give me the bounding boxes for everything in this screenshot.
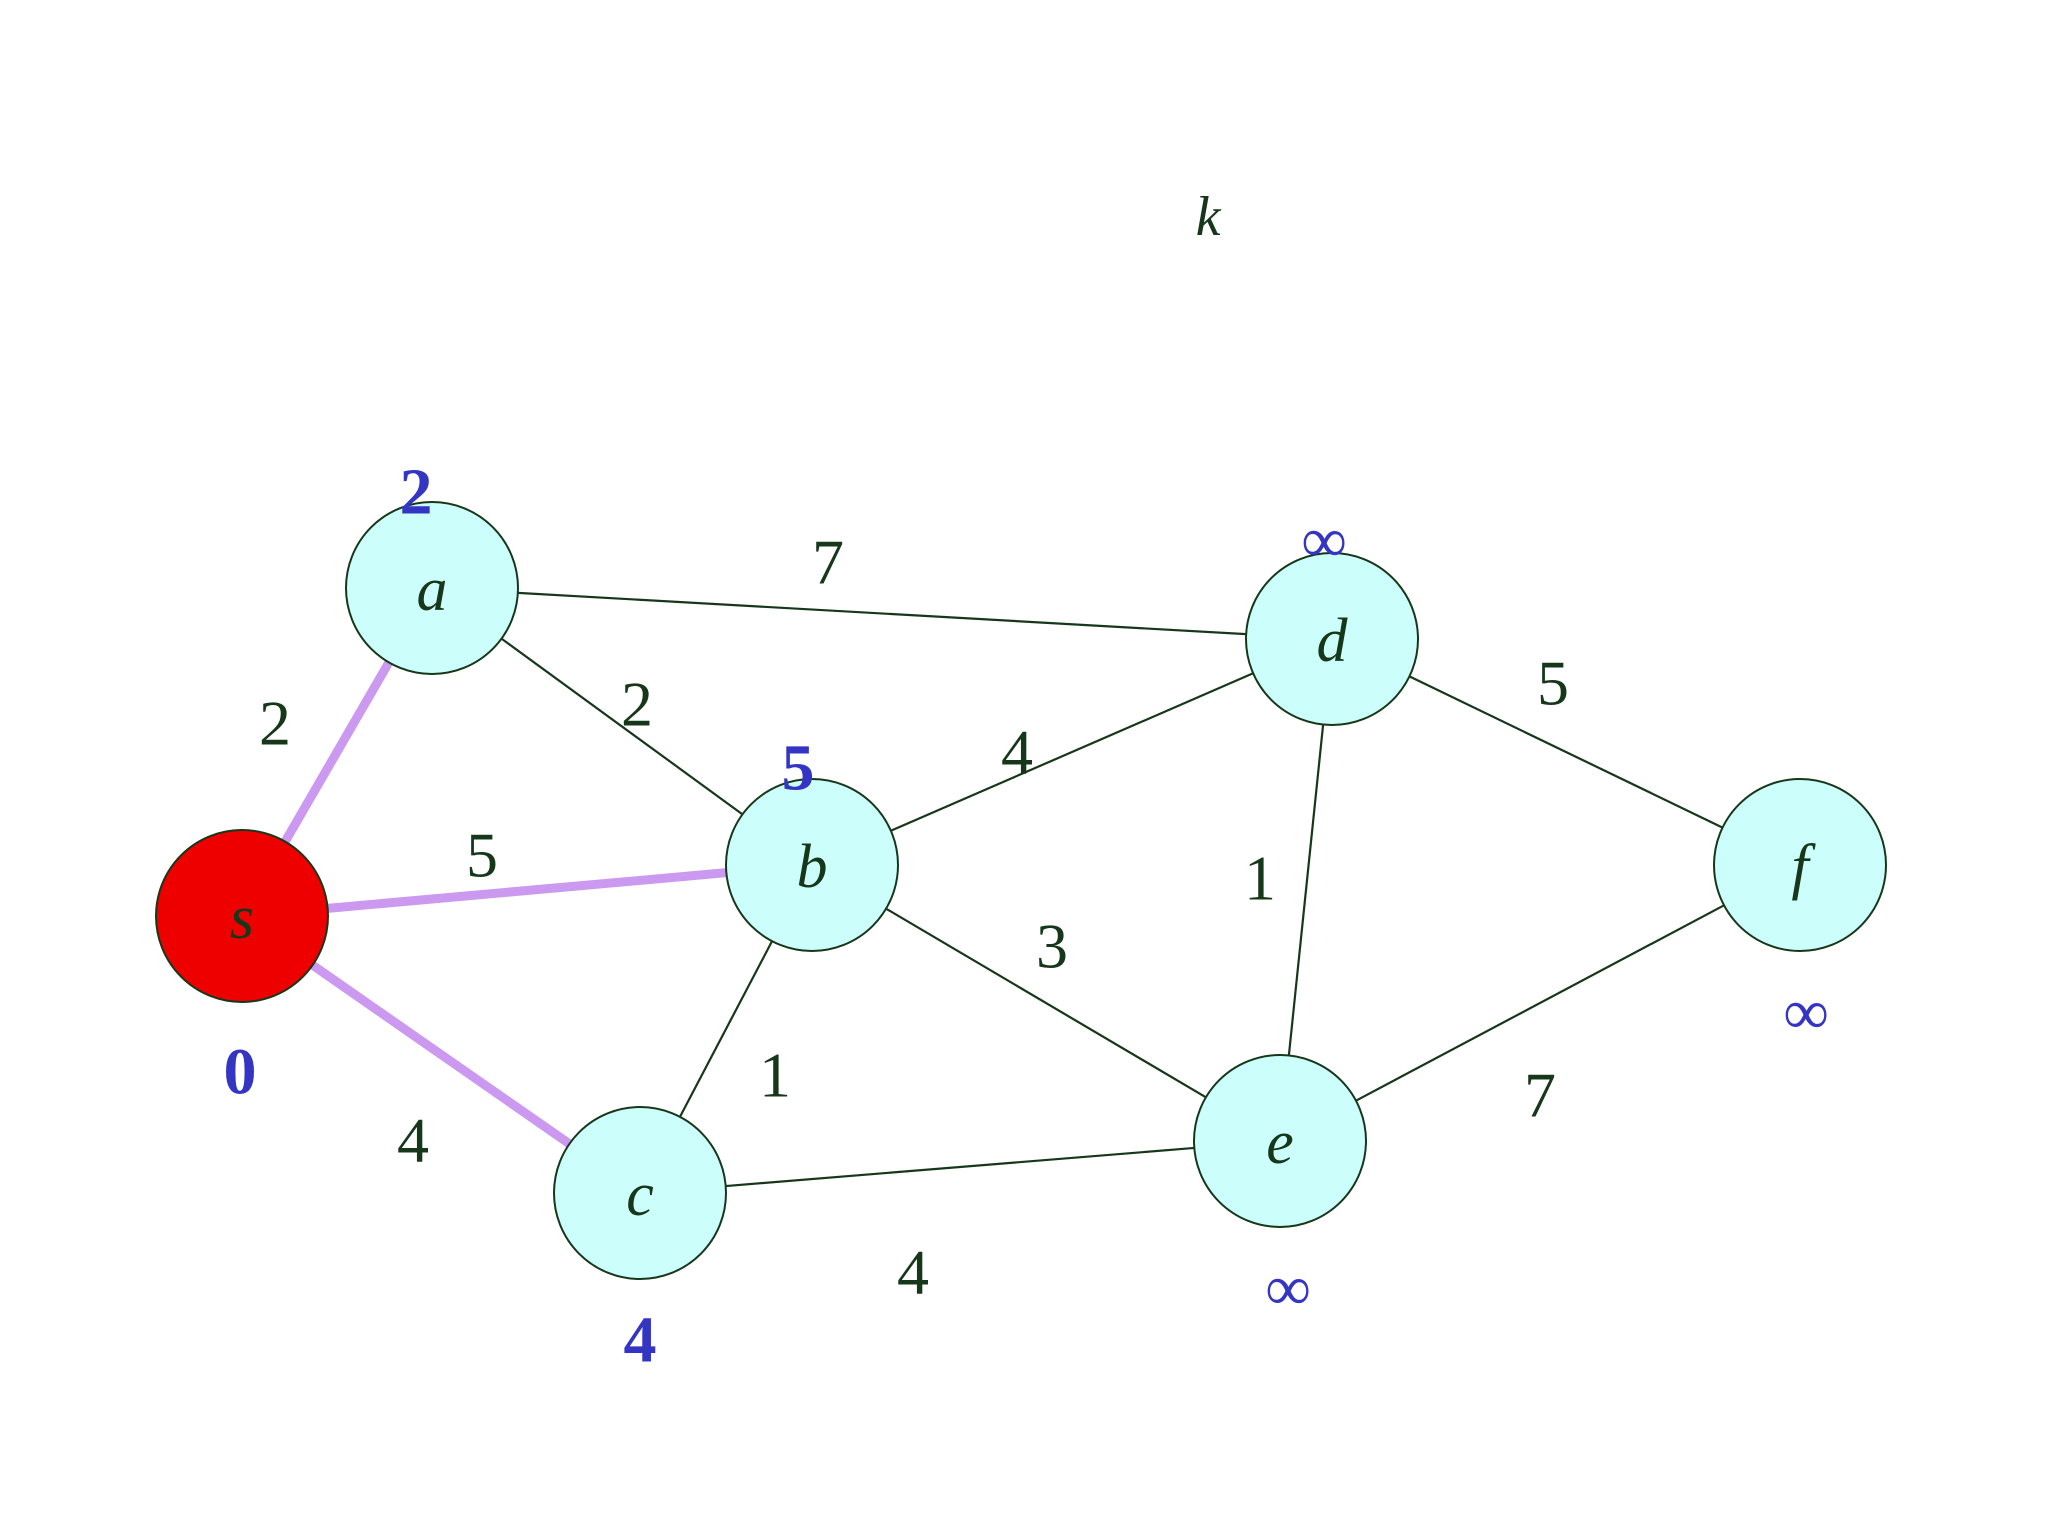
node-distance-a: 2 [400, 456, 433, 529]
node-c: c [553, 1106, 727, 1280]
node-circle-d [1245, 552, 1419, 726]
edge-a-b [500, 637, 744, 816]
distances-layer: 0 2 5 4 ∞ ∞ ∞ [224, 456, 1829, 1377]
edge-b-d [890, 672, 1254, 832]
node-f: f [1713, 778, 1887, 952]
edge-weight-b-d: 4 [1001, 717, 1033, 788]
node-circle-e [1193, 1054, 1367, 1228]
node-label-d: d [1317, 607, 1349, 675]
edge-weight-d-f: 5 [1537, 648, 1569, 719]
edge-weight-d-e: 1 [1244, 843, 1276, 914]
edge-weight-s-c: 4 [397, 1105, 429, 1176]
node-b: b [725, 778, 899, 952]
node-distance-b: 5 [782, 732, 815, 805]
edge-weight-a-d: 7 [812, 527, 844, 598]
node-label-e: e [1266, 1109, 1294, 1177]
node-circle-b [725, 778, 899, 952]
edge-weight-a-b: 2 [621, 669, 653, 740]
edge-weight-e-f: 7 [1524, 1060, 1556, 1131]
node-circle-s [155, 829, 329, 1003]
node-e: e [1193, 1054, 1367, 1228]
node-a: a [345, 501, 519, 675]
node-label-c: c [626, 1161, 654, 1229]
edge-weight-c-e: 4 [897, 1237, 929, 1308]
node-d: d [1245, 552, 1419, 726]
edge-weight-b-c: 1 [759, 1040, 791, 1111]
edge-weight-s-b: 5 [466, 820, 498, 891]
edge-b-c [678, 940, 774, 1118]
edge-weight-s-a: 2 [259, 688, 291, 759]
edge-b-e [885, 907, 1207, 1099]
edge-s-c [310, 961, 572, 1148]
node-circle-c [553, 1106, 727, 1280]
edge-a-d [517, 591, 1247, 636]
node-distance-c: 4 [624, 1304, 657, 1377]
node-distance-e: ∞ [1265, 1253, 1311, 1324]
edge-weight-b-e: 3 [1036, 911, 1068, 982]
edge-c-e [725, 1146, 1195, 1188]
node-s: s [155, 829, 329, 1003]
node-circle-f [1713, 778, 1887, 952]
edge-d-f [1408, 675, 1724, 829]
node-distance-f: ∞ [1783, 977, 1829, 1048]
edge-e-f [1355, 904, 1725, 1102]
edges-layer [281, 591, 1725, 1188]
edge-s-a [281, 660, 393, 844]
node-label-s: s [230, 884, 254, 952]
edge-d-e [1287, 724, 1325, 1056]
nodes-layer: s a b c d e f [155, 501, 1887, 1280]
edge-s-b [327, 868, 727, 913]
node-label-b: b [797, 833, 828, 901]
node-distance-d: ∞ [1301, 505, 1347, 576]
node-distance-s: 0 [224, 1036, 257, 1109]
node-circle-a [345, 501, 519, 675]
node-label-a: a [417, 556, 448, 624]
title-k: k [1196, 186, 1222, 248]
weights-layer: 2 5 4 7 2 4 3 1 4 1 5 7 [259, 527, 1569, 1308]
